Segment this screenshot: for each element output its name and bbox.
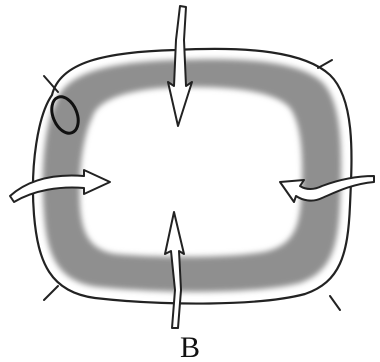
label-b: B xyxy=(180,331,200,362)
